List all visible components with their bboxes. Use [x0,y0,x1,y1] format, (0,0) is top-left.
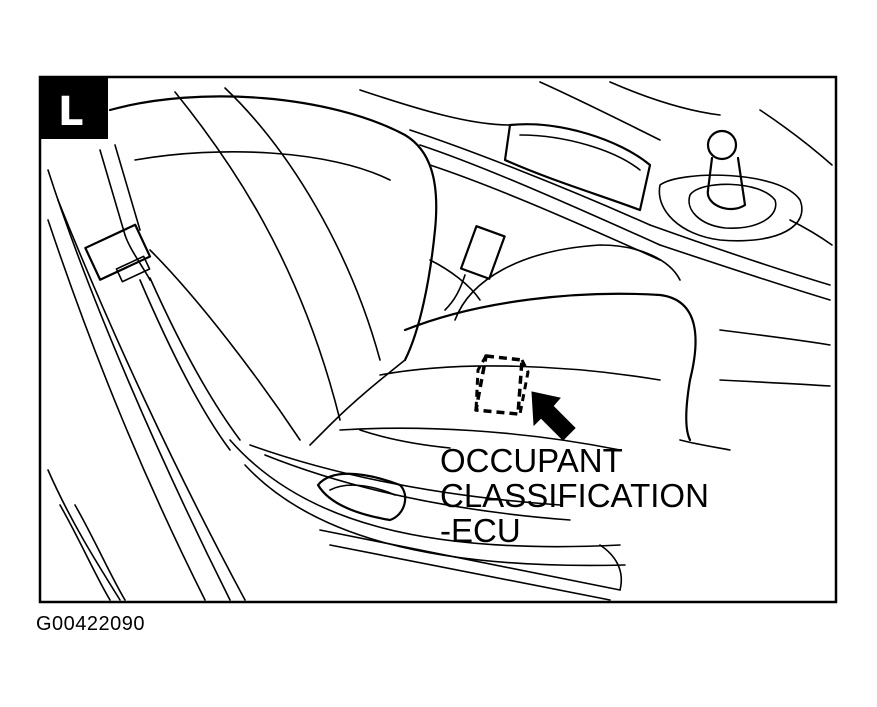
callout-line-3: -ECU [440,512,521,549]
callout-line-1: OCCUPANT [440,442,623,479]
section-badge [40,77,108,139]
diagram-frame [38,75,838,604]
callout-line-2: CLASSIFICATION [440,477,709,514]
section-letter: L [58,89,84,135]
pointer-arrow [531,391,576,441]
ecu-location-outline [474,354,530,416]
figure-code: G00422090 [36,613,146,635]
callout-label: OCCUPANT CLASSIFICATION -ECU [440,442,718,549]
seat-illustration [47,81,833,601]
